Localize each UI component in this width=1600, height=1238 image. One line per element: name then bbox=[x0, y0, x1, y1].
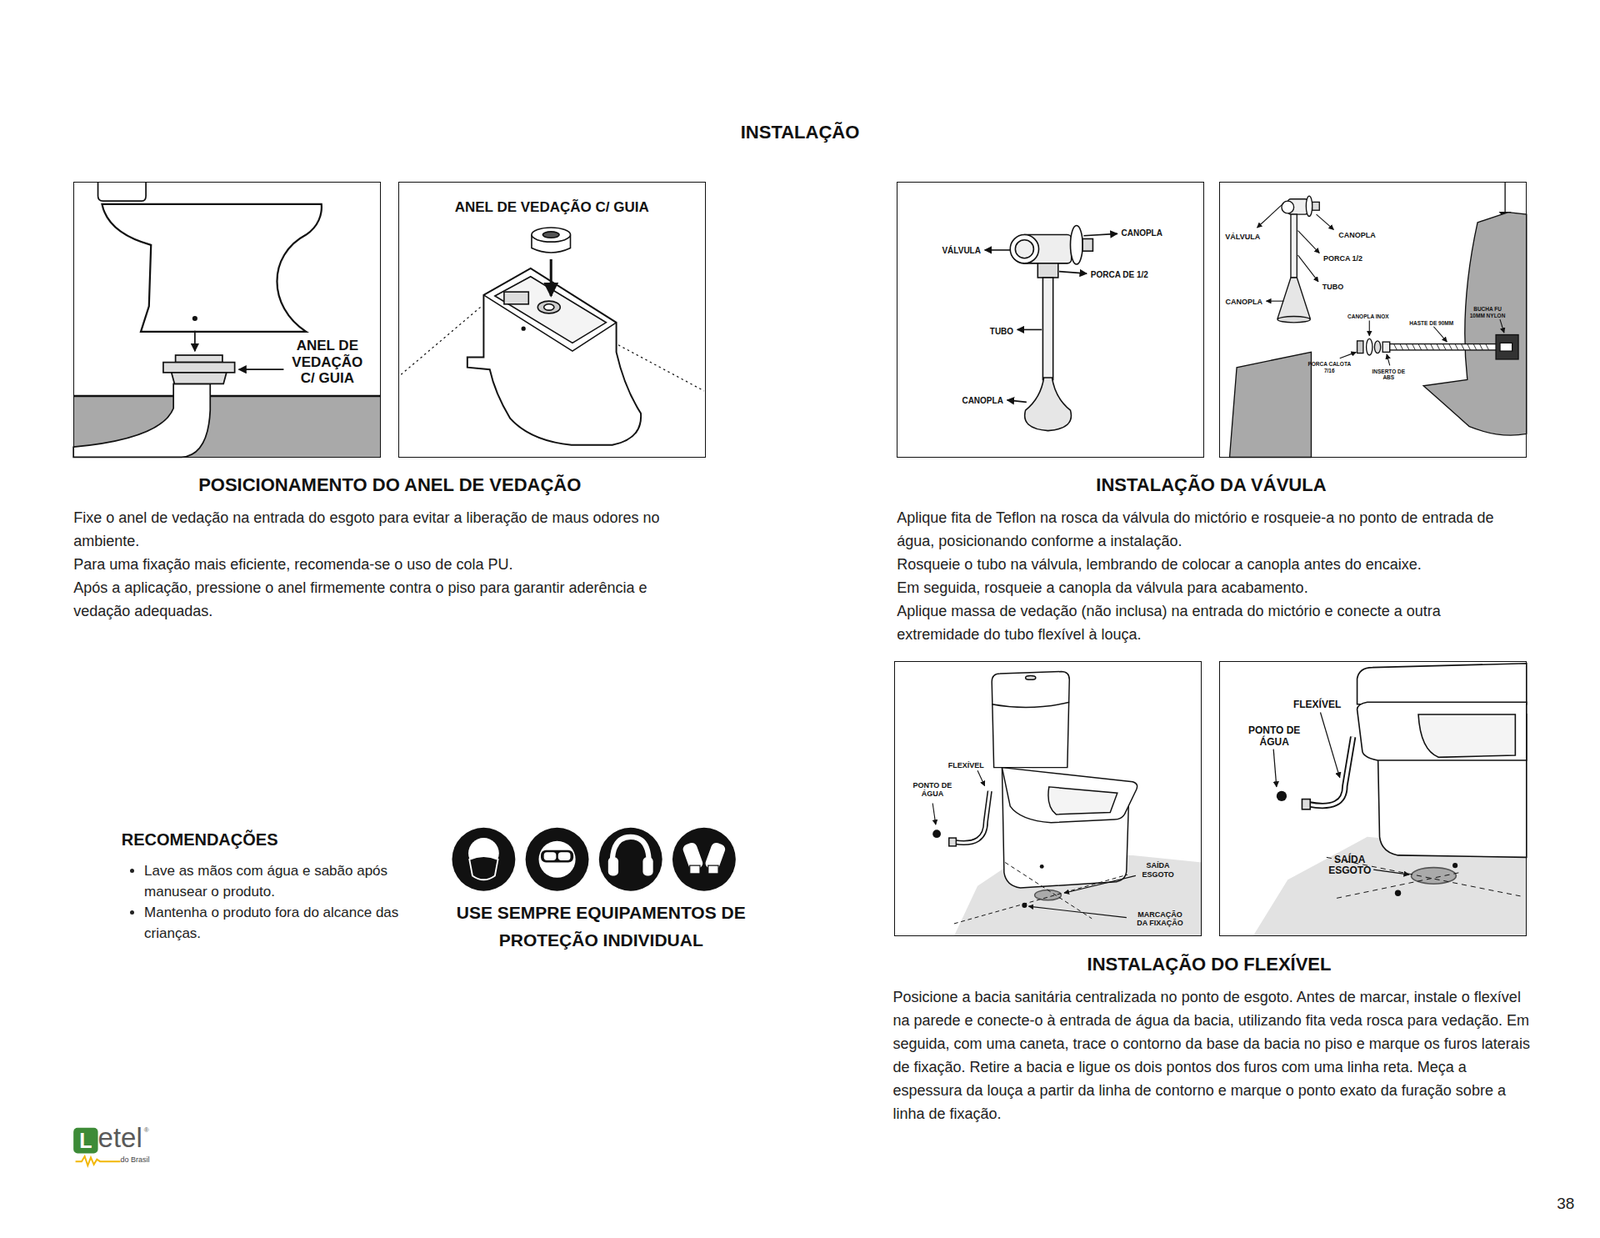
part-label: PONTO DE ÁGUA bbox=[912, 780, 953, 799]
heading: POSICIONAMENTO DO ANEL DE VEDAÇÃO bbox=[198, 474, 581, 495]
body-paragraph: Para uma fixação mais eficiente, recomen… bbox=[73, 552, 682, 576]
illustration-panel: VÁLVULA CANOPLA PORCA 1/2TUBO CANOPLA CANOPL… bbox=[1219, 181, 1527, 458]
bullet-item: Mantenha o produto fora do alcance das c… bbox=[144, 901, 440, 944]
part-label: SAÍDA ESGOTO bbox=[1325, 854, 1375, 878]
text-block: Lave as mãos com água e sabão após manus… bbox=[127, 860, 440, 944]
part-label: PONTO DE ÁGUA bbox=[1245, 725, 1304, 749]
part-label: PORCA DE 1/2 bbox=[1090, 270, 1149, 280]
heading: USE SEMPRE EQUIPAMENTOS DE PROTEÇÃO INDI… bbox=[442, 898, 760, 954]
part-label: CANOPLA bbox=[1120, 228, 1162, 239]
label: etel bbox=[98, 1121, 143, 1154]
page-title: INSTALAÇÃO bbox=[740, 121, 860, 143]
body-paragraph: Fixe o anel de vedação na entrada do esg… bbox=[73, 505, 682, 553]
part-label: PORCA 1/2 bbox=[1323, 254, 1363, 263]
part-label: TUBO bbox=[1322, 282, 1345, 291]
part-label: VÁLVULA bbox=[941, 245, 980, 256]
part-label: PORCA CALOTA 7/16 bbox=[1306, 360, 1353, 374]
part-label: CANOPLA bbox=[961, 395, 1003, 406]
heading: INSTALAÇÃO DA VÁVULA bbox=[1095, 474, 1326, 495]
part-label: BUCHA FU 10MM NYLON bbox=[1466, 305, 1509, 319]
heading: RECOMENDAÇÕES bbox=[121, 830, 279, 850]
urinal-illustration bbox=[1230, 181, 1527, 458]
part-label: HASTE DE 90MM bbox=[1409, 320, 1454, 326]
text-block: Aplique fita de Teflon na rosca da válvu… bbox=[896, 505, 1510, 646]
body-paragraph: Posicione a bacia sanitária centralizada… bbox=[892, 985, 1530, 1125]
illustration-panel: ANEL DE VEDAÇÃO C/ GUIA bbox=[398, 181, 707, 458]
illustration-panel: FLEXÍVEL PONTO DE ÁGUA SAÍDA ESGOTO MARCAÇÃ… bbox=[894, 660, 1203, 935]
part-label: TUBO bbox=[990, 326, 1014, 337]
part-label: SAÍDA ESGOTO bbox=[1139, 860, 1177, 879]
body-paragraph: Em seguida, rosqueie a canopla da válvul… bbox=[896, 575, 1510, 600]
ppe-icons bbox=[451, 827, 735, 891]
part-label: ANEL DE VEDAÇÃO C/ GUIA bbox=[285, 337, 370, 387]
part-label: MARCAÇÃO DA FIXAÇÃO bbox=[1131, 910, 1189, 928]
heading: L bbox=[79, 1128, 92, 1152]
body-paragraph: Rosqueie o tubo na válvula, lembrando de… bbox=[896, 552, 1510, 576]
body-paragraph: Aplique fita de Teflon na rosca da válvu… bbox=[896, 505, 1510, 553]
part-label: INSERTO DE ABS bbox=[1371, 368, 1405, 381]
label: do Brasil bbox=[120, 1155, 150, 1164]
part-label: CANOPLA bbox=[1338, 230, 1376, 240]
label: 38 bbox=[1556, 1194, 1575, 1213]
illustration-panel: FLEXÍVEL PONTO DE ÁGUA SAÍDA ESGOTO bbox=[1219, 660, 1527, 935]
heading: INSTALAÇÃO DO FLEXÍVEL bbox=[1087, 953, 1332, 975]
illustration-panel: ANEL DE VEDAÇÃO C/ GUIA bbox=[73, 181, 381, 458]
seal-illustration bbox=[73, 181, 381, 458]
toilet-closeup-illustration bbox=[1219, 663, 1527, 936]
part-label: CANOPLA INOX bbox=[1347, 313, 1390, 320]
part-label: FLEXÍVEL bbox=[948, 760, 985, 770]
tank-illustration bbox=[400, 227, 705, 445]
part-label: CANOPLA bbox=[1225, 297, 1263, 306]
text-block: Posicione a bacia sanitária centralizada… bbox=[892, 985, 1530, 1125]
part-label: VÁLVULA bbox=[1225, 232, 1260, 241]
body-paragraph: Aplique massa de vedação (não inclusa) n… bbox=[896, 599, 1510, 646]
label: ® bbox=[144, 1125, 150, 1134]
bullet-item: Lave as mãos com água e sabão após manus… bbox=[144, 860, 440, 902]
text-block: Fixe o anel de vedação na entrada do esg… bbox=[73, 505, 682, 623]
body-paragraph: Após a aplicação, pressione o anel firme… bbox=[73, 575, 682, 623]
illustration-panel: CANOPLA VÁLVULA PORCA DE 1/2TUBO CANOPLA bbox=[896, 181, 1205, 458]
toilet-hose-illustration bbox=[932, 671, 1202, 936]
valve-illustration bbox=[985, 225, 1118, 431]
part-label: ANEL DE VEDAÇÃO C/ GUIA bbox=[455, 199, 650, 216]
part-label: FLEXÍVEL bbox=[1293, 699, 1341, 711]
